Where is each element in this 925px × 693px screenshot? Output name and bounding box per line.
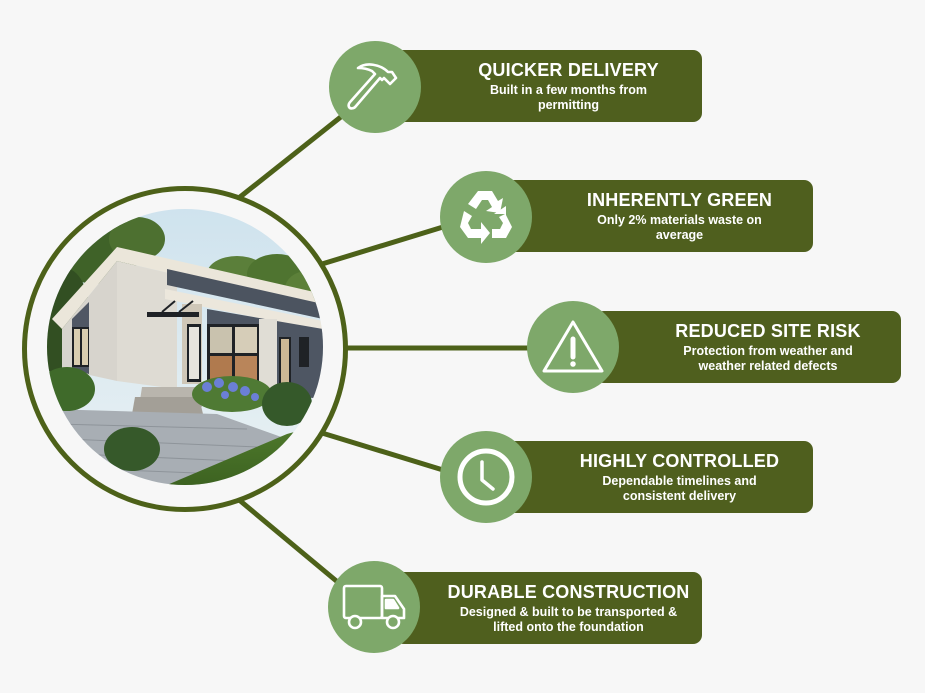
feature-card-durable-construction: DURABLE CONSTRUCTION Designed & built to…: [395, 572, 702, 644]
feature-description: Only 2% materials waste on average: [597, 213, 762, 242]
feature-card-reduced-site-risk: REDUCED SITE RISK Protection from weathe…: [595, 311, 901, 383]
connector-line-quicker-delivery: [238, 114, 344, 199]
feature-title: HIGHLY CONTROLLED: [579, 451, 780, 471]
feature-title: REDUCED SITE RISK: [675, 321, 861, 341]
feature-card-quicker-delivery: QUICKER DELIVERY Built in a few months f…: [395, 50, 702, 122]
house-photo: [47, 209, 323, 485]
feature-description: Protection from weather and weather rela…: [683, 344, 853, 373]
feature-title: INHERENTLY GREEN: [586, 190, 773, 210]
feature-title: DURABLE CONSTRUCTION: [447, 582, 690, 602]
feature-description: Built in a few months from permitting: [490, 83, 647, 112]
clock-icon: [440, 431, 532, 523]
connector-line-highly-controlled: [321, 430, 444, 473]
warning-icon: [527, 301, 619, 393]
feature-card-highly-controlled: HIGHLY CONTROLLED Dependable timelines a…: [506, 441, 813, 513]
connector-line-durable-construction: [236, 497, 342, 586]
feature-description: Designed & built to be transported & lif…: [459, 605, 678, 634]
recycle-icon: [440, 171, 532, 263]
hammer-icon: [329, 41, 421, 133]
feature-card-inherently-green: INHERENTLY GREEN Only 2% materials waste…: [506, 180, 813, 252]
feature-title: QUICKER DELIVERY: [478, 60, 659, 80]
truck-icon: [328, 561, 420, 653]
feature-description: Dependable timelines and consistent deli…: [602, 474, 757, 503]
connector-line-inherently-green: [321, 224, 444, 267]
